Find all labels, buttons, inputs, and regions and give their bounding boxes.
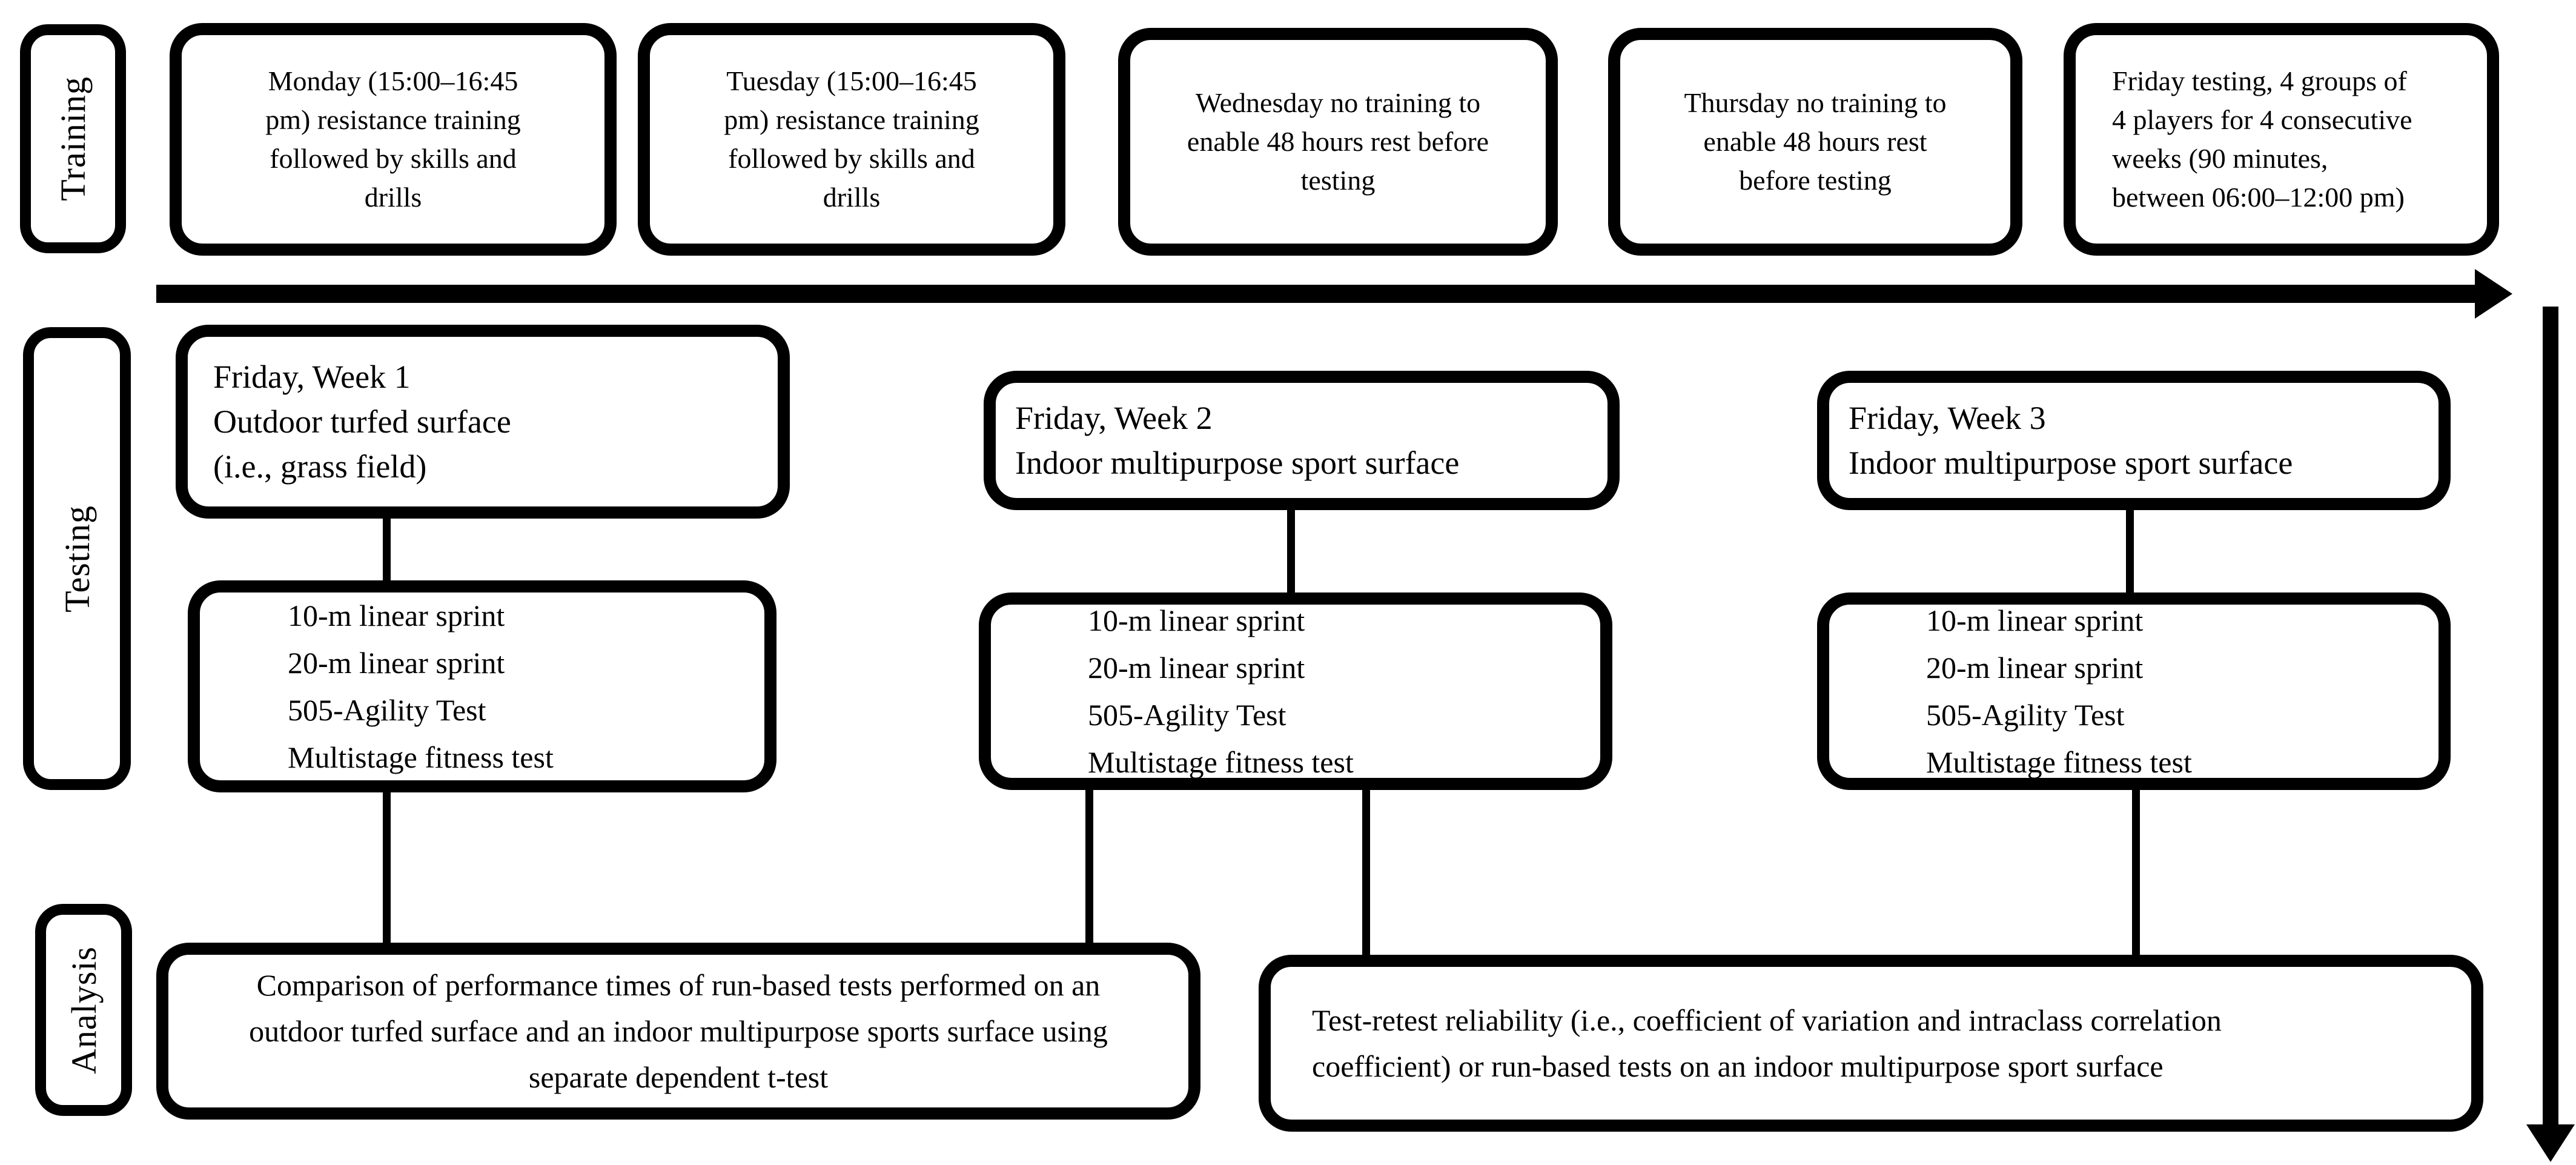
analysis-comparison-line: separate dependent t-test [528, 1060, 829, 1094]
training-box-wednesday-line: enable 48 hours rest before [1187, 126, 1489, 157]
training-box-thursday-line: enable 48 hours rest [1703, 126, 1927, 157]
analysis-reliability-line: coefficient) or run-based tests on an in… [1312, 1049, 2164, 1083]
connector-week1-tests-to-analysis1 [383, 792, 391, 944]
test-item: 505-Agility Test [288, 693, 486, 727]
testing-week2-line: Indoor multipurpose sport surface [1015, 445, 1460, 481]
training-box-monday-line: pm) resistance training [265, 104, 521, 135]
training-box-friday-line: 4 players for 4 consecutive [2112, 104, 2412, 135]
training-box-thursday-line: before testing [1739, 165, 1892, 196]
training-box-monday-line: drills [364, 182, 422, 213]
training-box-tuesday-line: followed by skills and [728, 143, 975, 174]
testing-row-label: Testing [57, 505, 97, 612]
timeline-arrowhead-icon [2475, 269, 2512, 319]
training-box-wednesday-line: testing [1300, 165, 1376, 196]
testing-week3-line: Friday, Week 3 [1849, 400, 2046, 436]
connector-week2-surface-to-tests [1287, 510, 1295, 592]
training-box-monday-line: followed by skills and [270, 143, 517, 174]
training-box-friday-line: weeks (90 minutes, [2112, 143, 2328, 174]
connector-week1-surface-to-tests [383, 519, 391, 580]
sequence-arrow-shaft [2543, 307, 2558, 1128]
testing-week1-line: Outdoor turfed surface [213, 403, 511, 440]
connector-week2-tests-to-analysis1 [1085, 790, 1093, 944]
connector-week3-surface-to-tests [2126, 510, 2134, 592]
training-box-thursday-line: Thursday no training to [1684, 87, 1947, 118]
test-item: 505-Agility Test [1926, 698, 2125, 732]
test-item: Multistage fitness test [288, 740, 554, 774]
analysis-comparison-box: Comparison of performance times of run-b… [156, 943, 1200, 1120]
training-box-friday-line: Friday testing, 4 groups of [2112, 65, 2407, 96]
training-box-wednesday: Wednesday no training to enable 48 hours… [1118, 28, 1558, 256]
testing-week2-line: Friday, Week 2 [1015, 400, 1213, 436]
analysis-row-label: Analysis [64, 946, 104, 1074]
test-item: Multistage fitness test [1088, 745, 1354, 779]
test-item: 20-m linear sprint [1088, 651, 1305, 685]
sidebar-label-analysis: Analysis [35, 904, 132, 1116]
test-item: 20-m linear sprint [288, 646, 505, 680]
analysis-comparison-line: outdoor turfed surface and an indoor mul… [249, 1014, 1108, 1048]
testing-week1-surface-box: Friday, Week 1 Outdoor turfed surface (i… [176, 325, 790, 519]
training-box-monday-line: Monday (15:00–16:45 [268, 65, 518, 96]
training-box-wednesday-line: Wednesday no training to [1195, 87, 1481, 118]
training-box-tuesday-line: drills [823, 182, 881, 213]
training-box-monday: Monday (15:00–16:45 pm) resistance train… [170, 23, 617, 256]
test-item: 10-m linear sprint [288, 599, 505, 632]
analysis-reliability-line: Test-retest reliability (i.e., coefficie… [1312, 1003, 2222, 1037]
timeline-arrow-shaft [156, 285, 2482, 303]
analysis-reliability-box: Test-retest reliability (i.e., coefficie… [1259, 955, 2483, 1132]
testing-week3-surface-box: Friday, Week 3 Indoor multipurpose sport… [1817, 371, 2451, 510]
test-item: 10-m linear sprint [1926, 603, 2144, 637]
sequence-arrowhead-icon [2526, 1124, 2575, 1162]
testing-week1-tests-box: 10-m linear sprint 20-m linear sprint 50… [188, 580, 776, 792]
sidebar-label-testing: Testing [23, 327, 131, 790]
test-item: 10-m linear sprint [1088, 603, 1305, 637]
analysis-comparison-line: Comparison of performance times of run-b… [256, 968, 1101, 1002]
testing-week3-tests-box: 10-m linear sprint 20-m linear sprint 50… [1817, 592, 2451, 790]
training-row-label: Training [53, 76, 93, 201]
training-box-tuesday-line: Tuesday (15:00–16:45 [726, 65, 977, 96]
connector-week2-tests-to-analysis2 [1362, 790, 1370, 956]
test-item: 20-m linear sprint [1926, 651, 2144, 685]
training-box-friday: Friday testing, 4 groups of 4 players fo… [2064, 23, 2499, 256]
connector-week3-tests-to-analysis2 [2132, 790, 2140, 956]
sidebar-label-training: Training [20, 24, 126, 253]
testing-week2-surface-box: Friday, Week 2 Indoor multipurpose sport… [984, 371, 1620, 510]
training-box-thursday: Thursday no training to enable 48 hours … [1608, 28, 2022, 256]
testing-week3-line: Indoor multipurpose sport surface [1849, 445, 2293, 481]
training-box-tuesday: Tuesday (15:00–16:45 pm) resistance trai… [638, 23, 1065, 256]
testing-week1-line: Friday, Week 1 [213, 359, 411, 395]
training-box-tuesday-line: pm) resistance training [724, 104, 979, 135]
testing-week1-line: (i.e., grass field) [213, 448, 427, 485]
training-box-friday-line: between 06:00–12:00 pm) [2112, 182, 2405, 213]
test-item: Multistage fitness test [1926, 745, 2192, 779]
testing-week2-tests-box: 10-m linear sprint 20-m linear sprint 50… [979, 592, 1612, 790]
test-item: 505-Agility Test [1088, 698, 1286, 732]
